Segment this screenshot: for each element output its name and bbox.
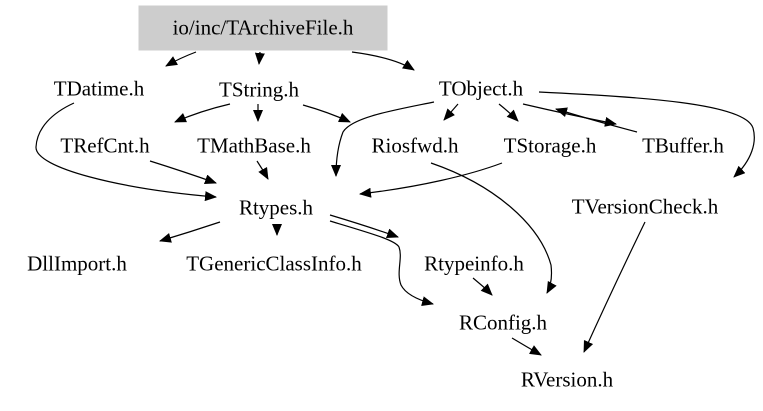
edge-tobject-rtypes xyxy=(331,101,435,177)
edge-trefcnt-rtypes xyxy=(149,160,217,185)
node-rconfig[interactable]: RConfig.h xyxy=(458,310,548,335)
edge-tstring-trefcnt xyxy=(174,103,231,123)
node-tmathbase[interactable]: TMathBase.h xyxy=(197,133,311,158)
edge-tarchivefile-tobject xyxy=(351,51,415,71)
edge-tdatime-rtypes xyxy=(35,102,217,202)
edge-tstring-riosfwd xyxy=(302,104,351,123)
edge-rtypes-rconfig xyxy=(329,220,434,306)
node-dllimport[interactable]: DllImport.h xyxy=(27,251,127,276)
node-riosfwd[interactable]: Riosfwd.h xyxy=(371,133,459,158)
edge-tobject-tbuffer xyxy=(522,103,617,127)
edge-tobject-tstorage xyxy=(498,103,519,122)
edges-group xyxy=(35,51,755,356)
edge-tversioncheck-rversion xyxy=(583,221,646,353)
node-tdatime[interactable]: TDatime.h xyxy=(53,76,145,101)
node-rtypes[interactable]: Rtypes.h xyxy=(238,195,314,220)
node-tstring[interactable]: TString.h xyxy=(219,77,299,102)
node-tversioncheck[interactable]: TVersionCheck.h xyxy=(571,194,719,219)
edge-riosfwd-rconfig xyxy=(430,162,557,294)
edge-tarchivefile-tdatime xyxy=(165,51,197,67)
edge-rtypeinfo-rconfig xyxy=(472,277,493,296)
node-tstorage[interactable]: TStorage.h xyxy=(503,133,597,158)
edge-tstorage-rtypes xyxy=(359,162,503,198)
node-tbuffer[interactable]: TBuffer.h xyxy=(642,133,724,158)
edge-tarchivefile-tstring xyxy=(254,51,265,65)
edge-tobject-tversioncheck xyxy=(538,91,755,178)
node-rtypeinfo[interactable]: Rtypeinfo.h xyxy=(424,251,524,276)
edge-rtypes-dllimport xyxy=(159,221,221,243)
edge-rtypes-rtypeinfo xyxy=(329,214,399,239)
node-trefcnt[interactable]: TRefCnt.h xyxy=(60,133,150,158)
edge-tobject-riosfwd xyxy=(443,103,459,121)
node-tarchivefile: io/inc/TArchiveFile.h xyxy=(138,5,388,51)
node-rversion[interactable]: RVersion.h xyxy=(520,367,614,392)
edge-tbuffer-tobject xyxy=(555,107,638,133)
edge-tmathbase-rtypes xyxy=(256,160,269,180)
node-tobject[interactable]: TObject.h xyxy=(438,76,524,101)
node-tgenericclassinfo[interactable]: TGenericClassInfo.h xyxy=(186,251,362,276)
edge-rconfig-rversion xyxy=(511,337,542,356)
